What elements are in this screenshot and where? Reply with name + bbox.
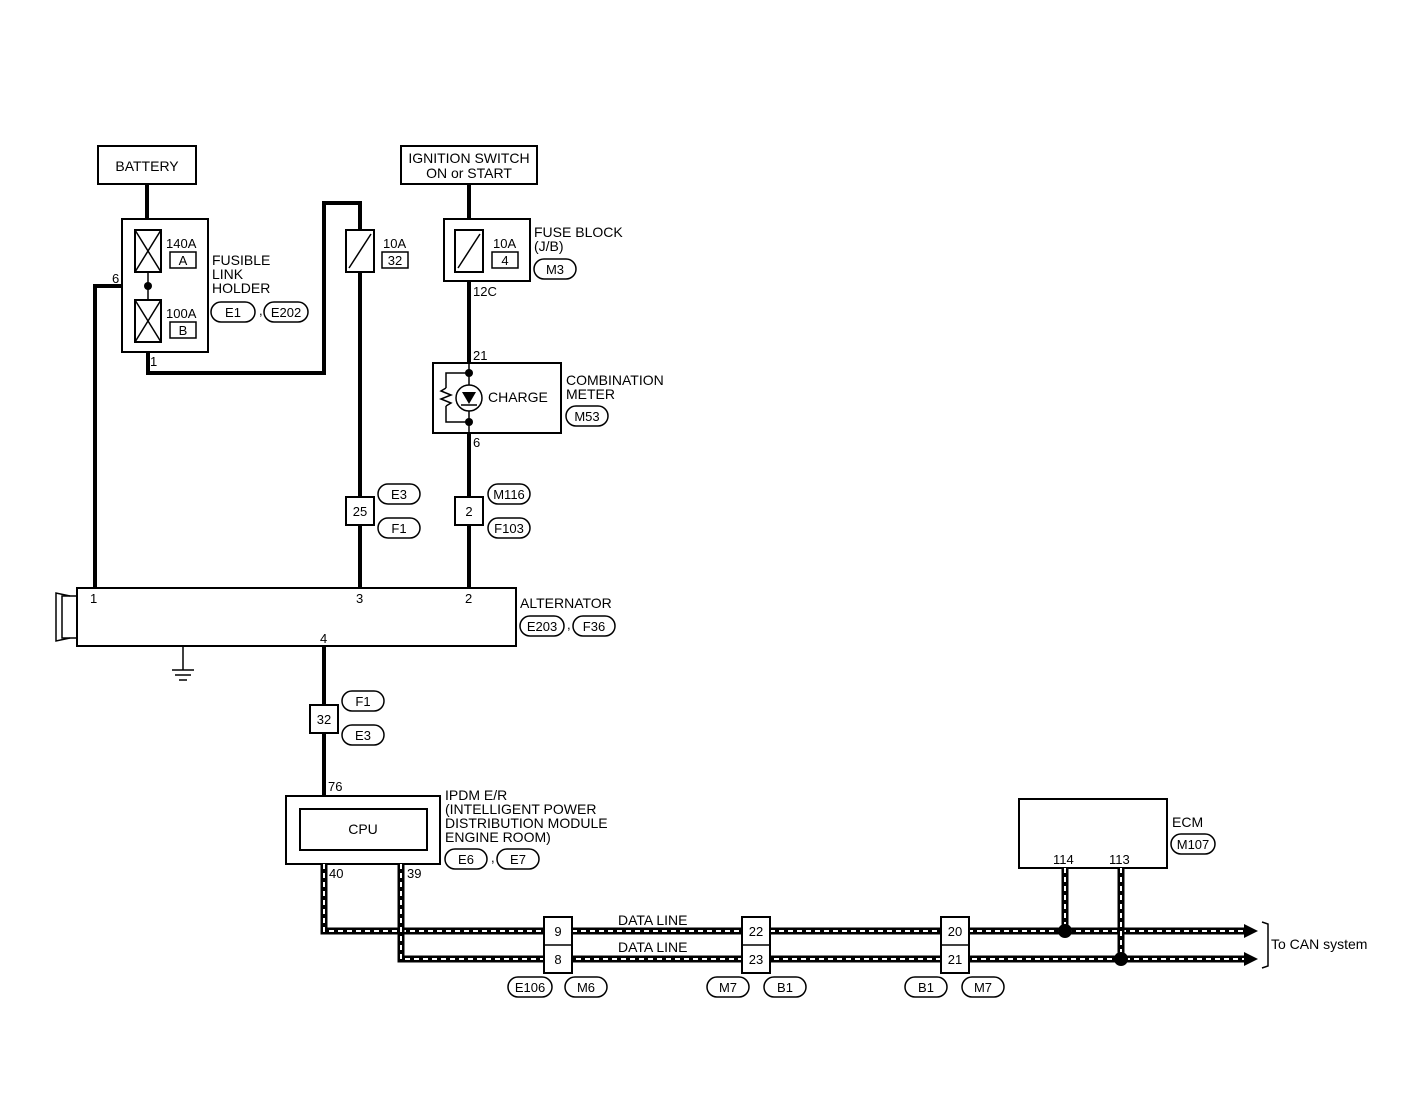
connector-m6: M6	[577, 980, 595, 995]
joint-25: 25	[353, 504, 367, 519]
link-b-id: B	[179, 323, 188, 338]
joint-21: 21	[948, 952, 962, 967]
cm-terminal-6: 6	[473, 435, 480, 450]
alternator-box	[76, 587, 517, 647]
joint-connector-2	[454, 496, 484, 526]
ecm-terminal-114: 114	[1053, 852, 1074, 867]
ecm-box	[1018, 798, 1168, 869]
connector-e203: E203	[527, 619, 557, 634]
ipdm-label-2: (INTELLIGENT POWER	[445, 801, 596, 817]
joint-32: 32	[317, 712, 331, 727]
ecm-terminal-113: 113	[1109, 852, 1130, 867]
connector-m7-b: M7	[974, 980, 992, 995]
arrow-icon	[1244, 952, 1258, 966]
battery-box	[97, 145, 197, 185]
connector-e6: E6	[458, 852, 474, 867]
fusible-label-3: HOLDER	[212, 280, 270, 296]
fuse-block-label-2: (J/B)	[534, 238, 564, 254]
joint-connector-m7-b1: 22 23	[741, 916, 771, 974]
ipdm-terminal-76: 76	[328, 779, 342, 794]
connector-e3-top: E3	[391, 487, 407, 502]
connector-e3-bot: E3	[355, 728, 371, 743]
ignition-label-2: ON or START	[426, 165, 512, 181]
ground-icon	[172, 646, 194, 681]
to-can-label: To CAN system	[1271, 936, 1367, 952]
joint-connector-b1-m7: 20 21	[940, 916, 970, 974]
alt-terminal-2: 2	[465, 591, 472, 606]
charge-label: CHARGE	[488, 389, 548, 405]
alt-terminal-3: 3	[356, 591, 363, 606]
svg-text:,: ,	[259, 303, 263, 318]
connector-f1-bot: F1	[355, 694, 370, 709]
joint-22: 22	[749, 924, 763, 939]
connector-b1-a: B1	[777, 980, 793, 995]
fuse4-rating: 10A	[493, 236, 516, 251]
battery-label: BATTERY	[115, 158, 179, 174]
connector-f36: F36	[583, 619, 605, 634]
fl-terminal-1: 1	[150, 354, 157, 369]
fusible-label-2: LINK	[212, 266, 244, 282]
ipdm-label-3: DISTRIBUTION MODULE	[445, 815, 608, 831]
link-a-id: A	[179, 253, 188, 268]
joint-connector-32	[309, 704, 339, 734]
svg-text:,: ,	[567, 617, 571, 632]
joint-8: 8	[554, 952, 561, 967]
connector-e7: E7	[510, 852, 526, 867]
data-line-label-1: DATA LINE	[618, 912, 688, 928]
connector-f1-top: F1	[391, 521, 406, 536]
joint-9: 9	[554, 924, 561, 939]
arrow-icon	[1244, 924, 1258, 938]
joint-20: 20	[948, 924, 962, 939]
svg-text:,: ,	[491, 850, 495, 865]
combination-meter-label-2: METER	[566, 386, 615, 402]
connector-m53: M53	[574, 409, 599, 424]
joint-connector-25	[345, 496, 375, 526]
joint-23: 23	[749, 952, 763, 967]
alt-terminal-4: 4	[320, 631, 327, 646]
cpu-label: CPU	[348, 821, 378, 837]
alt-terminal-1: 1	[90, 591, 97, 606]
connector-f103: F103	[494, 521, 524, 536]
ignition-label-1: IGNITION SWITCH	[408, 150, 529, 166]
fuse32-id: 32	[388, 253, 402, 268]
data-line-label-2: DATA LINE	[618, 939, 688, 955]
ipdm-label-1: IPDM E/R	[445, 787, 507, 803]
fl-terminal-6: 6	[112, 271, 119, 286]
connector-e106: E106	[515, 980, 545, 995]
joint-2: 2	[465, 504, 472, 519]
joint-connector-e106-m6: 9 8	[543, 916, 573, 974]
connector-b1-b: B1	[918, 980, 934, 995]
fb-terminal-12c: 12C	[473, 284, 497, 299]
connector-m116: M116	[493, 487, 525, 502]
ecm-label: ECM	[1172, 814, 1203, 830]
connector-m107: M107	[1177, 837, 1210, 852]
connector-m3: M3	[546, 262, 564, 277]
fuse-block-label-1: FUSE BLOCK	[534, 224, 623, 240]
connector-e1: E1	[225, 305, 241, 320]
can-low-line	[397, 864, 1250, 963]
connector-m7-a: M7	[719, 980, 737, 995]
ipdm-label-4: ENGINE ROOM)	[445, 829, 551, 845]
fuse4-id: 4	[501, 253, 508, 268]
connector-e202: E202	[271, 305, 301, 320]
link-b-rating: 100A	[166, 306, 197, 321]
ipdm-terminal-40: 40	[329, 866, 343, 881]
link-a-rating: 140A	[166, 236, 197, 251]
ipdm-terminal-39: 39	[407, 866, 421, 881]
can-high-line	[320, 864, 1250, 935]
combination-meter-label-1: COMBINATION	[566, 372, 664, 388]
fusible-label-1: FUSIBLE	[212, 252, 270, 268]
fuse32-rating: 10A	[383, 236, 406, 251]
alternator-label: ALTERNATOR	[520, 595, 612, 611]
cpu-box	[299, 808, 428, 851]
cm-terminal-21: 21	[473, 348, 487, 363]
